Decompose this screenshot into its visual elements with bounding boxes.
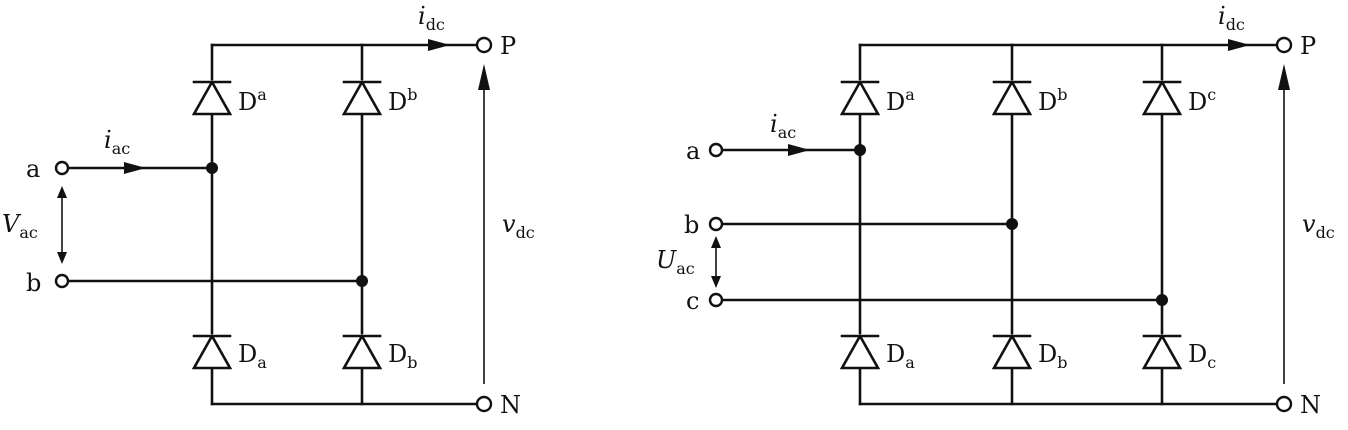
iac-arrow — [124, 162, 146, 174]
uac-label: Uac — [656, 246, 695, 278]
diode-lower-a-symbol — [191, 333, 233, 370]
idc-label: idc — [418, 2, 445, 34]
idc-arrow — [428, 39, 450, 51]
single-phase-bridge: a b P N Da Db Da Db iac idc Vac vdc — [2, 2, 535, 419]
diode-upper-b-symbol — [991, 79, 1033, 116]
diode-upper-b-symbol — [341, 79, 383, 116]
diode-upper-b-label: Db — [1038, 85, 1068, 116]
diode-upper-a-label: Da — [886, 85, 915, 116]
vdc-arrow — [478, 64, 490, 384]
terminal-p — [1275, 36, 1293, 54]
terminal-p — [475, 36, 493, 54]
diode-upper-c-label: Dc — [1188, 85, 1216, 116]
terminal-a-label: a — [26, 155, 40, 183]
terminal-a — [708, 142, 724, 158]
diode-lower-a-symbol — [839, 333, 881, 370]
idc-label: idc — [1218, 2, 1245, 34]
diode-lower-b-label: Db — [388, 340, 418, 372]
junction-a — [854, 144, 866, 156]
diode-lower-b-label: Db — [1038, 340, 1068, 372]
diode-upper-a-symbol — [839, 79, 881, 116]
idc-arrow — [1228, 39, 1250, 51]
diode-upper-c-symbol — [1141, 79, 1183, 116]
terminal-p-label: P — [1300, 32, 1316, 60]
uac-double-arrow — [711, 236, 721, 288]
terminal-b-label: b — [684, 211, 699, 239]
terminal-n-label: N — [1300, 391, 1321, 419]
junction-b — [1006, 218, 1018, 230]
vac-double-arrow — [57, 186, 67, 264]
diode-upper-b-label: Db — [388, 85, 418, 116]
diode-upper-a-symbol — [191, 79, 233, 116]
junction-c — [1156, 294, 1168, 306]
vac-label: Vac — [2, 210, 38, 242]
terminal-n — [475, 395, 493, 413]
three-phase-bridge: a b c P N Da Db Dc Da Db Dc iac idc Uac … — [656, 2, 1335, 419]
terminal-a — [54, 160, 70, 176]
terminal-b — [54, 273, 70, 289]
terminal-c-label: c — [686, 287, 699, 315]
junction-b — [356, 275, 368, 287]
diode-lower-b-symbol — [991, 333, 1033, 370]
diode-upper-a-label: Da — [238, 85, 267, 116]
vdc-arrow — [1278, 64, 1290, 384]
terminal-p-label: P — [500, 32, 516, 60]
terminal-b-label: b — [26, 269, 41, 297]
diode-lower-c-label: Dc — [1188, 340, 1216, 372]
diode-lower-a-label: Da — [886, 340, 915, 372]
iac-arrow — [788, 144, 810, 156]
vdc-label: vdc — [502, 210, 535, 242]
terminal-n-label: N — [500, 391, 521, 419]
terminal-c — [708, 292, 724, 308]
terminal-n — [1275, 395, 1293, 413]
iac-label: iac — [770, 110, 796, 142]
junction-a — [206, 162, 218, 174]
diode-lower-c-symbol — [1141, 333, 1183, 370]
diode-lower-a-label: Da — [238, 340, 267, 372]
vdc-label: vdc — [1302, 210, 1335, 242]
diode-lower-b-symbol — [341, 333, 383, 370]
iac-label: iac — [104, 126, 130, 158]
terminal-b — [708, 216, 724, 232]
terminal-a-label: a — [686, 137, 700, 165]
